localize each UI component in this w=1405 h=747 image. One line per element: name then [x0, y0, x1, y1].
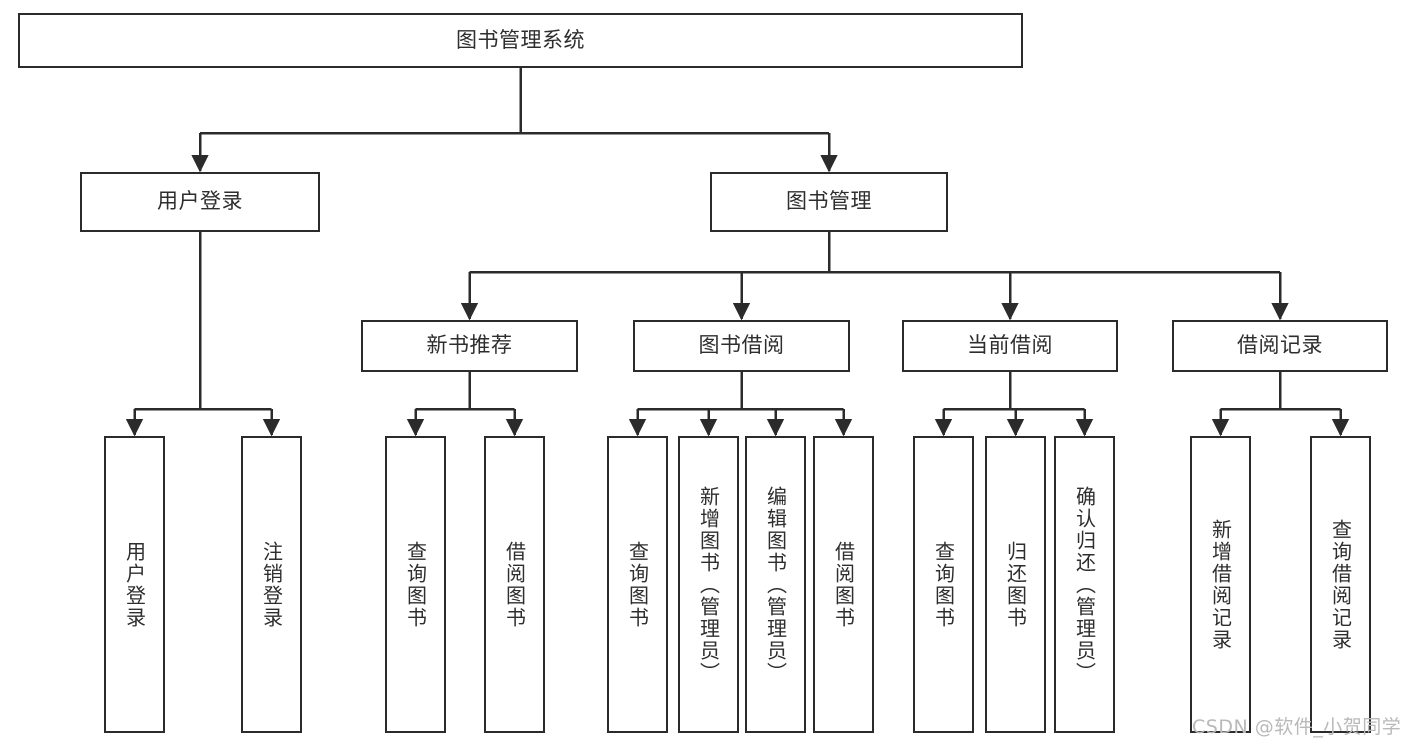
node-leaf-logout[interactable]: 注销登录 — [241, 436, 302, 733]
node-label: 用户登录 — [157, 189, 243, 214]
node-leaf-add-record[interactable]: 新增借阅记录 — [1190, 436, 1251, 733]
csdn-watermark: CSDN @软件_小贺同学 — [1192, 716, 1402, 738]
node-label: 查询图书 — [625, 540, 650, 629]
node-label: 借阅图书 — [502, 540, 527, 629]
node-leaf-borrow-book-2[interactable]: 借阅图书 — [813, 436, 874, 733]
node-leaf-return-book[interactable]: 归还图书 — [985, 436, 1046, 733]
node-label: 图书管理系统 — [456, 27, 585, 52]
node-root[interactable]: 图书管理系统 — [18, 13, 1023, 68]
node-label: 归还图书 — [1003, 540, 1028, 629]
node-new-book-rec[interactable]: 新书推荐 — [361, 320, 578, 372]
node-label: 新增借阅记录 — [1208, 518, 1233, 651]
node-label: 图书借阅 — [698, 333, 785, 358]
node-user-login[interactable]: 用户登录 — [80, 172, 320, 232]
node-leaf-confirm-return[interactable]: 确认归还（管理员） — [1054, 436, 1115, 733]
node-label: 借阅图书 — [831, 540, 856, 629]
node-leaf-user-login[interactable]: 用户登录 — [104, 436, 165, 733]
node-label: 查询借阅记录 — [1328, 518, 1353, 651]
node-label: 确认归还（管理员） — [1072, 485, 1097, 684]
node-label: 新书推荐 — [426, 333, 513, 358]
node-label: 查询图书 — [931, 540, 956, 629]
node-label: 编辑图书（管理员） — [763, 485, 788, 684]
node-leaf-query-book-1[interactable]: 查询图书 — [385, 436, 446, 733]
node-borrow-record[interactable]: 借阅记录 — [1172, 320, 1388, 372]
node-label: 用户登录 — [122, 540, 147, 629]
node-label: 当前借阅 — [967, 333, 1053, 358]
node-leaf-edit-book[interactable]: 编辑图书（管理员） — [745, 436, 806, 733]
node-label: 新增图书（管理员） — [696, 485, 721, 684]
connector-layer — [125, 68, 1350, 437]
node-book-borrow[interactable]: 图书借阅 — [633, 320, 850, 372]
node-label: 查询图书 — [403, 540, 428, 629]
node-leaf-query-book-3[interactable]: 查询图书 — [913, 436, 974, 733]
node-leaf-add-book[interactable]: 新增图书（管理员） — [678, 436, 739, 733]
node-leaf-query-record[interactable]: 查询借阅记录 — [1310, 436, 1371, 733]
node-book-manage[interactable]: 图书管理 — [710, 172, 948, 232]
node-leaf-query-book-2[interactable]: 查询图书 — [607, 436, 668, 733]
node-current-borrow[interactable]: 当前借阅 — [902, 320, 1118, 372]
node-leaf-borrow-book-1[interactable]: 借阅图书 — [484, 436, 545, 733]
node-label: 图书管理 — [786, 189, 872, 214]
node-label: 借阅记录 — [1237, 333, 1323, 358]
node-label: 注销登录 — [259, 540, 284, 629]
